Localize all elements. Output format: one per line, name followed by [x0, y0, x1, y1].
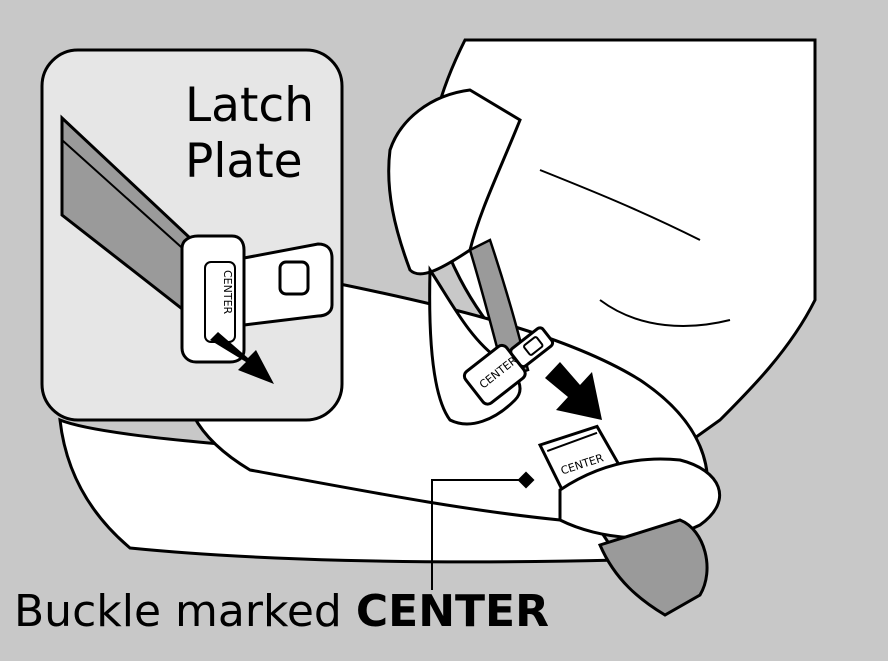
leader-line	[431, 479, 520, 590]
latch-plate-label-line2: Plate	[185, 134, 303, 189]
latch-plate-label-line1: Latch	[185, 78, 315, 133]
insert-arrow	[545, 362, 602, 420]
leader-marker	[517, 471, 535, 489]
callout-plate-stamp: CENTER	[221, 270, 234, 315]
shirt-hem	[599, 299, 731, 327]
latch-plate-callout: CENTER	[40, 48, 344, 422]
buckle-caption-emphasis: CENTER	[355, 586, 549, 637]
callout-latch-plate: CENTER	[180, 234, 334, 364]
buckle-caption-prefix: Buckle marked	[14, 586, 356, 637]
left-hand	[558, 457, 722, 540]
buckle-caption: Buckle marked CENTER	[14, 586, 549, 637]
buckle-base	[597, 518, 709, 617]
callout-arrow	[210, 332, 274, 384]
right-arm-sleeve	[387, 88, 522, 276]
seat-cushion	[58, 417, 623, 564]
latch-tongue: CENTER	[462, 326, 555, 406]
shirt-fold	[539, 169, 701, 241]
belt-strap	[468, 238, 530, 380]
latch-plate-label: Latch Plate	[185, 78, 314, 190]
